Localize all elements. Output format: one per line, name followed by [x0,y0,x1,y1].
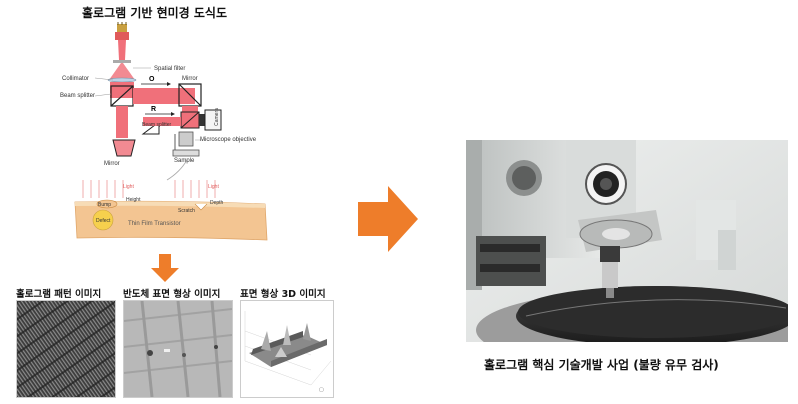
label-microscope-objective: Microscope objective [200,137,257,143]
defect-icon [92,209,114,231]
label-bump: Bump [98,202,112,208]
label-r: R [151,106,157,113]
svg-text:▢: ▢ [319,387,324,393]
diagram-title: 홀로그램 기반 현미경 도식도 [82,6,228,20]
label-mirror-top: Mirror [182,76,198,82]
label-sample: Sample [174,158,195,164]
label-mirror-bottom: Mirror [104,161,120,167]
result-label-surface: 반도체 표면 형상 이미지 [123,289,221,300]
result-label-3d: 표면 형상 3D 이미지 [240,289,326,300]
result-label-hologram: 홀로그램 패턴 이미지 [16,289,102,300]
label-collimator: Collimator [62,76,90,82]
label-light-right: Light [208,184,219,190]
label-beam-splitter: Beam splitter [60,93,96,99]
photo-caption: 홀로그램 핵심 기술개발 사업 (불량 유무 검사) [484,358,719,372]
cross-section-diagram [74,180,268,241]
label-spatial-filter: Spatial filter [154,66,186,72]
camera-icon [204,109,222,131]
down-arrow-icon [151,254,179,282]
hologram-pattern-image [16,300,116,398]
laser-icon [115,22,129,40]
label-beam-splitter-small: Beam splitter [142,122,172,128]
microscope-photo [466,140,788,342]
label-defect: Defect [96,218,111,224]
microscope-objective-icon [178,131,194,147]
surface-3d-image: ▢ [240,300,334,398]
label-o: O [149,76,155,83]
label-layer: Thin Film Transistor [128,221,181,227]
surface-shape-image [123,300,233,398]
label-depth: Depth [210,200,224,206]
label-light-left: Light [123,184,134,190]
sample-icon [172,149,200,157]
spatial-filter-icon [113,60,131,63]
label-height: Height [126,197,141,203]
label-scratch: Scratch [178,208,195,214]
label-camera: Camera [213,108,220,126]
optical-setup-diagram [94,22,222,181]
right-arrow-icon [358,186,418,252]
mirror-bottom-icon [112,139,136,157]
